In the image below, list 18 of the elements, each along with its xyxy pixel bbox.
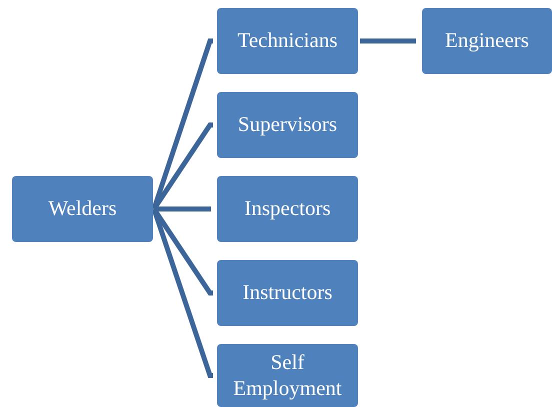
box-label: Self Employment bbox=[232, 350, 343, 401]
connector-line bbox=[360, 38, 416, 44]
box-label: Technicians bbox=[238, 28, 338, 54]
process-box bbox=[217, 92, 358, 158]
process-box bbox=[217, 260, 358, 326]
process-box bbox=[217, 176, 358, 242]
connector-line bbox=[152, 122, 213, 210]
process-box bbox=[12, 176, 153, 242]
box-label: Welders bbox=[48, 196, 117, 222]
connector-line bbox=[152, 208, 213, 378]
connector-line bbox=[155, 206, 211, 212]
process-box bbox=[217, 344, 358, 407]
box-label: Engineers bbox=[445, 28, 529, 54]
box-label: Inspectors bbox=[244, 196, 331, 222]
box-label: Supervisors bbox=[238, 112, 338, 138]
process-box bbox=[217, 8, 358, 74]
process-box bbox=[422, 8, 552, 74]
box-label: Instructors bbox=[242, 280, 332, 306]
